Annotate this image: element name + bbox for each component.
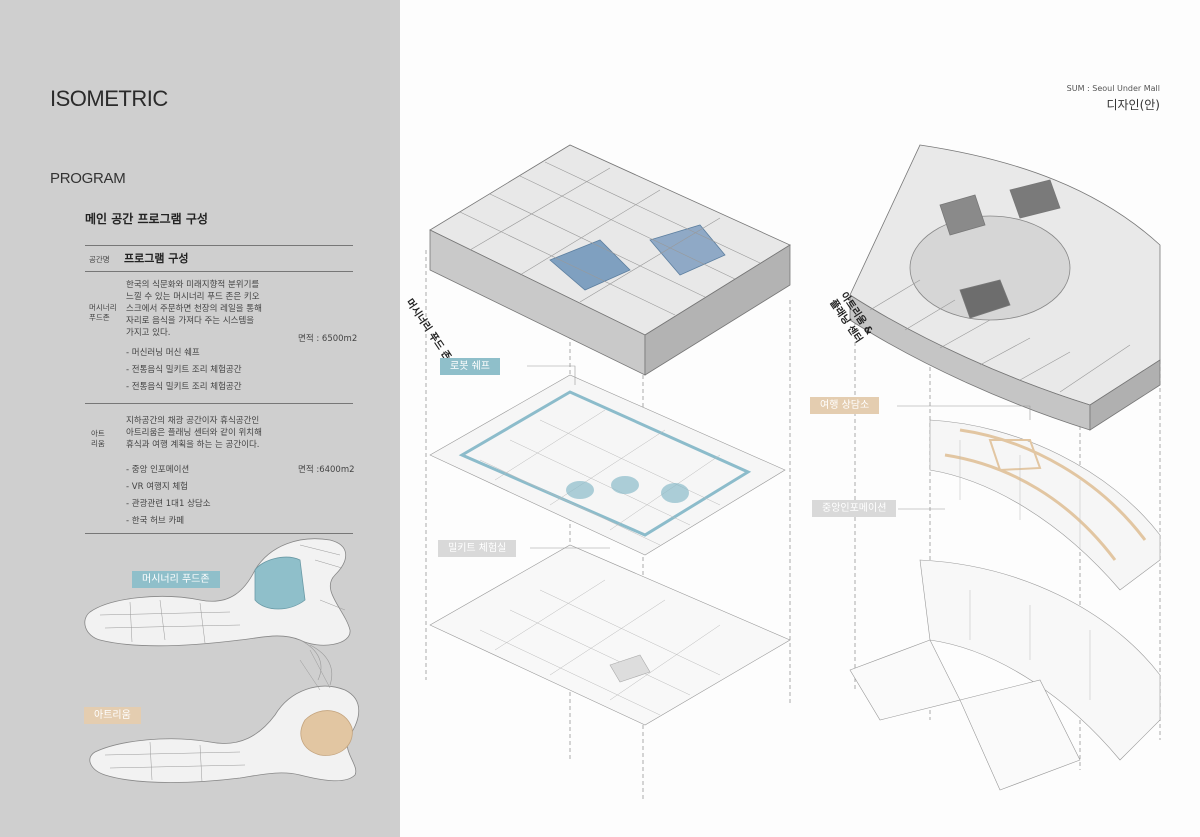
tag-travel-consult: 여행 상담소 <box>810 397 880 414</box>
row2-desc-line: 휴식과 여행 계획을 하는 는 공간이다. <box>126 440 260 450</box>
row1-area: 면적 : 6500m2 <box>298 334 358 344</box>
row2-area: 면적 :6400m2 <box>298 465 355 475</box>
row1-desc-line: 한국의 식문화와 미래지향적 분위기를 <box>126 280 260 290</box>
table-header-line <box>85 271 353 272</box>
tag-atrium-map: 아트리움 <box>84 707 141 724</box>
table-row-divider <box>85 403 353 404</box>
row2-bullet: - 한국 허브 카페 <box>126 516 185 526</box>
tag-leader-lines <box>527 365 1031 549</box>
site-map-upper <box>84 538 351 647</box>
row2-bullet: - VR 여행지 체험 <box>126 482 188 492</box>
project-title: SUM : Seoul Under Mall <box>1066 84 1160 93</box>
main-heading: 메인 공간 프로그램 구성 <box>85 212 208 226</box>
foodzone-plan-2 <box>429 544 791 726</box>
row2-desc: 지하공간의 채광 공간이자 휴식공간인 아트리움은 플래닝 센터와 같이 위치해… <box>126 415 262 451</box>
row2-desc-line: 아트리움은 플래닝 센터와 같이 위치해 <box>126 428 262 438</box>
tag-foodzone-map: 머시너리 푸드존 <box>132 571 220 588</box>
table-bottom-line <box>85 533 353 534</box>
row1-desc-line: 느낄 수 있는 머시너리 푸드 존은 키오 <box>126 292 260 302</box>
row1-bullet: - 전통음식 밀키트 조리 체험공간 <box>126 365 242 375</box>
row1-bullet: - 머신러닝 머신 쉐프 <box>126 348 200 358</box>
program-heading: PROGRAM <box>50 170 126 187</box>
table-top-line <box>85 245 353 246</box>
row1-name-line1: 머시너리 <box>89 303 117 312</box>
row2-bullet: - 관광관련 1대1 상담소 <box>126 499 211 509</box>
tag-mealkit: 밀키트 체험실 <box>438 540 517 557</box>
row2-name-line1: 아트 <box>91 429 105 438</box>
row1-desc-line: 가지고 있다. <box>126 328 171 338</box>
left-panel: ISOMETRIC PROGRAM 메인 공간 프로그램 구성 공간명 프로그램… <box>0 0 400 837</box>
row2-desc-line: 지하공간의 채광 공간이자 휴식공간인 <box>126 416 260 426</box>
tag-central-info: 중앙인포메이션 <box>812 500 897 517</box>
atrium-plan-1 <box>929 419 1161 591</box>
site-map-lower <box>89 649 360 783</box>
row1-desc-line: 자리로 음식을 가져다 주는 시스템을 <box>126 316 255 326</box>
row2-bullet: - 중앙 인포메이션 <box>126 465 190 475</box>
row2-name-line2: 리움 <box>91 439 105 448</box>
col-header-program: 프로그램 구성 <box>124 252 189 265</box>
foodzone-plan-1 <box>429 374 786 556</box>
page-title: ISOMETRIC <box>50 86 168 111</box>
row1-bullet: - 전통음식 밀키트 조리 체험공간 <box>126 382 242 392</box>
row1-name-line2: 푸드존 <box>89 313 110 322</box>
site-map-drawings <box>84 538 360 783</box>
isometric-drawings <box>425 144 1161 800</box>
tag-robot-chef: 로봇 쉐프 <box>440 358 500 375</box>
row1-desc: 한국의 식문화와 미래지향적 분위기를 느낄 수 있는 머시너리 푸드 존은 키… <box>126 279 262 339</box>
project-subtitle: 디자인(안) <box>1106 98 1160 112</box>
col-header-space: 공간명 <box>89 255 110 264</box>
atrium-iso <box>849 144 1161 431</box>
right-panel: SUM : Seoul Under Mall 디자인(안) <box>400 0 1200 837</box>
atrium-plan-2 <box>849 559 1161 791</box>
foodzone-iso <box>429 144 791 376</box>
site-map-connector <box>299 639 333 686</box>
row1-desc-line: 스크에서 주문하면 천장의 레일을 통해 <box>126 304 262 314</box>
